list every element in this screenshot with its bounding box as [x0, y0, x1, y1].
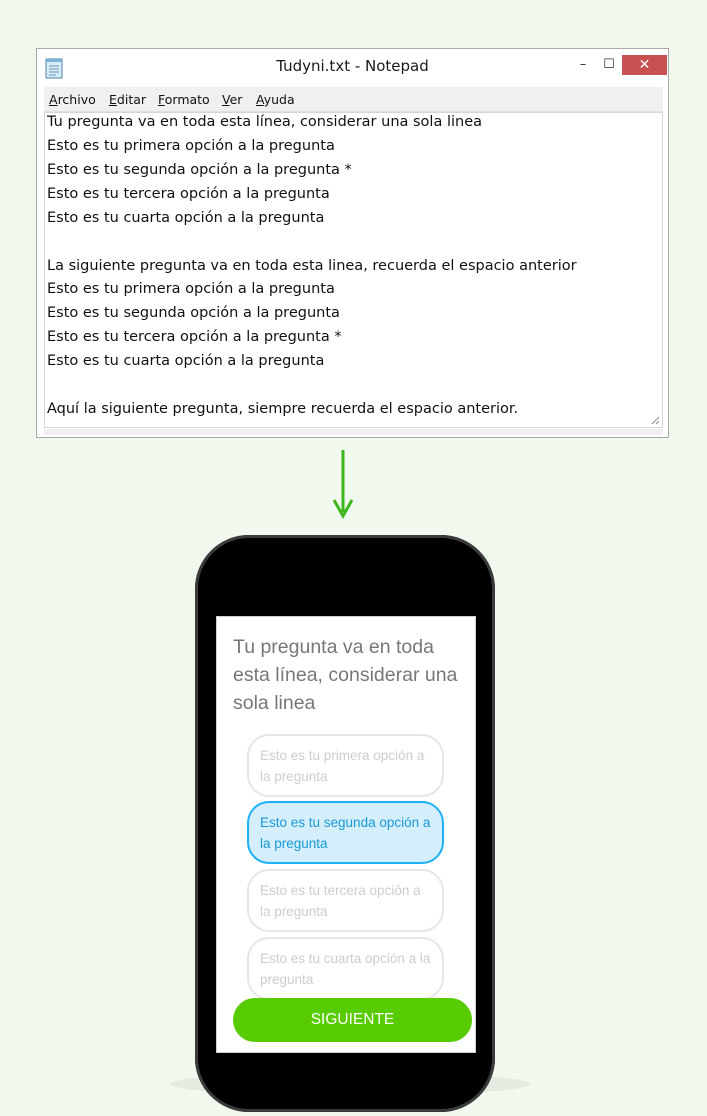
text-line: Aquí la siguiente pregunta, siempre recu… [47, 401, 519, 417]
menu-archivo[interactable]: Archivo [49, 92, 96, 107]
answer-option-4[interactable]: Esto es tu cuarta opción a la pregunta [247, 937, 444, 1000]
text-line: Esto es tu cuarta opción a la pregunta [47, 210, 325, 226]
close-button[interactable]: ✕ [622, 55, 667, 75]
window-title: Tudyni.txt - Notepad [276, 57, 429, 75]
answer-option-3[interactable]: Esto es tu tercera opción a la pregunta [247, 869, 444, 932]
text-line: Esto es tu segunda opción a la pregunta [47, 305, 340, 321]
title-bar[interactable]: Tudyni.txt - Notepad – ☐ ✕ [37, 49, 668, 85]
text-line: Esto es tu primera opción a la pregunta [47, 281, 335, 297]
menu-bar: Archivo Editar Formato Ver Ayuda [44, 87, 663, 112]
notepad-icon [45, 58, 63, 79]
text-editor[interactable]: Tu pregunta va en toda esta línea, consi… [44, 112, 663, 428]
arrow-down-icon [332, 450, 354, 520]
text-line: Tu pregunta va en toda esta línea, consi… [47, 114, 482, 130]
minimize-button[interactable]: – [579, 57, 587, 72]
menu-formato[interactable]: Formato [158, 92, 210, 107]
menu-ver[interactable]: Ver [222, 92, 243, 107]
text-line: La siguiente pregunta va en toda esta li… [47, 258, 577, 274]
status-strip [44, 429, 663, 435]
menu-editar[interactable]: Editar [109, 92, 147, 107]
resize-grip-icon[interactable] [651, 416, 660, 425]
text-line: Esto es tu segunda opción a la pregunta … [47, 162, 352, 178]
maximize-button[interactable]: ☐ [603, 57, 615, 72]
phone-screen: Tu pregunta va en toda esta línea, consi… [216, 616, 476, 1053]
notepad-window: Tudyni.txt - Notepad – ☐ ✕ Archivo Edita… [36, 48, 669, 438]
next-button[interactable]: SIGUIENTE [233, 998, 472, 1042]
text-line: Esto es tu tercera opción a la pregunta [47, 186, 330, 202]
menu-ayuda[interactable]: Ayuda [256, 92, 295, 107]
answer-option-1[interactable]: Esto es tu primera opción a la pregunta [247, 734, 444, 797]
question-text: Tu pregunta va en toda esta línea, consi… [233, 636, 458, 714]
answer-option-2[interactable]: Esto es tu segunda opción a la pregunta [247, 801, 444, 864]
text-line: Esto es tu primera opción a la pregunta [47, 138, 335, 154]
text-line: Esto es tu cuarta opción a la pregunta [47, 353, 325, 369]
text-line: Esto es tu tercera opción a la pregunta … [47, 329, 342, 345]
